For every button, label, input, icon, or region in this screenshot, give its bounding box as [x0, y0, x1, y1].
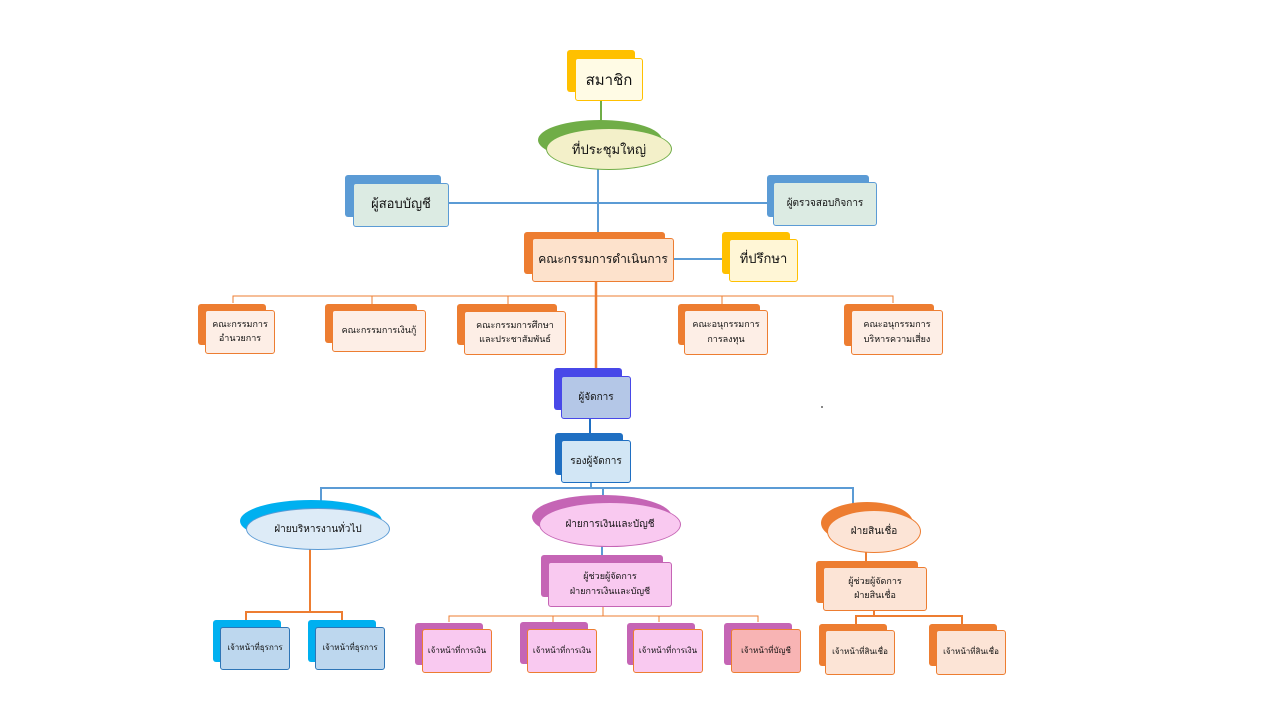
connector [320, 487, 854, 512]
staff-finance-1-label: เจ้าหน้าที่การเงิน [427, 645, 487, 655]
staff-credit-1-label: เจ้าหน้าที่สินเชื่อ [832, 647, 888, 657]
staff-admin-1-label: เจ้าหน้าที่ธุรการ [227, 643, 283, 653]
deputy-manager-label: รองผู้จัดการ [570, 455, 622, 467]
connector [448, 615, 759, 622]
sub-risk-label: คณะอนุกรรมการ บริหารความเสี่ยง [863, 320, 931, 345]
asst-credit-label: ผู้ช่วยผู้จัดการ ฝ่ายสินเชื่อ [848, 576, 902, 601]
advisor-label: ที่ปรึกษา [739, 252, 788, 268]
staff-admin-2-label: เจ้าหน้าที่ธุรการ [322, 643, 378, 653]
members-label: สมาชิก [585, 70, 633, 89]
sub-education-label: คณะกรรมการศึกษา และประชาสัมพันธ์ [476, 320, 554, 345]
asst-finance-label: ผู้ช่วยผู้จัดการ ฝ่ายการเงินและบัญชี [569, 572, 651, 597]
staff-finance-3-label: เจ้าหน้าที่การเงิน [638, 645, 698, 655]
sub-loan-label: คณะกรรมการเงินกู้ [341, 325, 417, 336]
connector [232, 295, 894, 303]
staff-accounting-label: เจ้าหน้าที่บัญชี [741, 645, 791, 655]
board-label: คณะกรรมการดำเนินการ [538, 252, 668, 267]
staff-credit-2-label: เจ้าหน้าที่สินเชื่อ [943, 647, 999, 657]
connector [245, 611, 343, 620]
general-meeting-label: ที่ประชุมใหญ่ [571, 142, 647, 158]
sub-admin-label: คณะกรรมการ อำนวยการ [212, 319, 268, 344]
connector [855, 615, 963, 624]
auditor-label: ผู้สอบบัญชี [371, 196, 431, 212]
manager-label: ผู้จัดการ [578, 391, 614, 403]
sub-investment-label: คณะอนุกรรมการ การลงทุน [692, 320, 760, 345]
stray-dot [821, 406, 823, 408]
dept-finance-label: ฝ่ายการเงินและบัญชี [565, 519, 655, 530]
inspector-label: ผู้ตรวจสอบกิจการ [786, 198, 864, 209]
dept-general-label: ฝ่ายบริหารงานทั่วไป [274, 523, 362, 535]
staff-finance-2-label: เจ้าหน้าที่การเงิน [532, 645, 592, 655]
dept-credit-label: ฝ่ายสินเชื่อ [850, 526, 898, 537]
